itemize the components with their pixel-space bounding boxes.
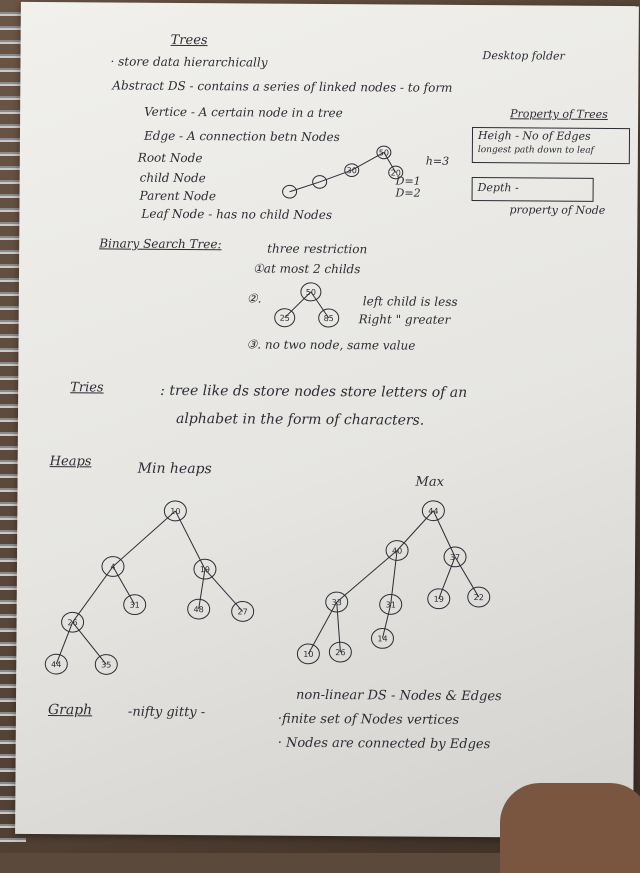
- tree-edge: [390, 550, 398, 605]
- tree-node-label: 4: [110, 562, 115, 571]
- max-heap-node: 31: [379, 594, 403, 615]
- tree-node: [282, 184, 298, 199]
- bst-node: 25: [274, 308, 296, 328]
- max-heap-node: 14: [370, 627, 394, 649]
- max-heap-node: 10: [296, 643, 320, 665]
- tree-node-label: 14: [377, 634, 387, 643]
- tree-edge: [204, 568, 244, 612]
- tree-node-label: 31: [386, 600, 396, 609]
- max-heap-node: 22: [467, 586, 491, 608]
- tree-edge: [72, 621, 107, 665]
- tree-node-label: 10: [170, 507, 180, 516]
- min-heap-node: 44: [44, 653, 68, 675]
- tree-edge: [432, 510, 456, 558]
- tree-edge: [396, 510, 434, 551]
- tree-node: 50: [376, 145, 392, 160]
- tree-edge: [112, 566, 136, 605]
- max-heap-node: 40: [385, 540, 409, 561]
- hand-thumb: [500, 783, 640, 873]
- min-heap-node: 31: [123, 594, 147, 616]
- tree-node-label: 10: [303, 650, 313, 659]
- tree-node-label: 48: [194, 605, 204, 614]
- max-heap-node: 44: [421, 500, 445, 522]
- tree-node: 30: [344, 163, 360, 177]
- tree-node-label: 26: [67, 618, 77, 627]
- tree-node-label: 50: [379, 148, 389, 157]
- tree-node-label: 33: [332, 598, 342, 607]
- notebook-page: Trees · store data hierarchically Deskto…: [15, 1, 639, 839]
- tree-edge: [289, 181, 320, 193]
- tree-edge: [284, 291, 312, 319]
- tree-node-label: 25: [280, 314, 290, 323]
- tree-edge: [307, 601, 338, 655]
- tree-node-label: 37: [450, 553, 460, 562]
- tree-node-label: 27: [238, 607, 248, 616]
- tree-node-label: 22: [474, 593, 484, 602]
- tree-node-label: 19: [434, 595, 444, 604]
- tree-node-label: 44: [428, 507, 438, 516]
- max-heap-node: 37: [443, 546, 467, 568]
- tree-edge: [351, 151, 385, 171]
- tree-edge: [438, 556, 456, 599]
- tree-edge: [72, 566, 114, 623]
- tree-node-label: 40: [392, 546, 402, 555]
- tree-node-label: 31: [130, 601, 140, 610]
- tree-edge: [310, 291, 330, 319]
- tree-edge: [55, 622, 74, 665]
- tree-edge: [381, 604, 392, 639]
- min-heap-node: 48: [187, 598, 211, 620]
- tree-edge: [336, 602, 341, 653]
- min-heap-node: 26: [61, 611, 85, 633]
- bst-node: 85: [318, 308, 340, 328]
- tree-node-label: 44: [51, 660, 61, 669]
- min-heap-node: 35: [94, 654, 118, 675]
- tree-diagrams: 50 30 20 50 25 85 10 4 19 31 48 27 26 44 35 44 40 37 33 31 1…: [44, 145, 491, 675]
- tree-node: [312, 175, 328, 189]
- tree-node-label: 19: [200, 565, 210, 574]
- tree-node-label: 50: [306, 288, 316, 297]
- tree-node-label: 35: [101, 660, 111, 669]
- tree-edge: [319, 169, 352, 183]
- tree-edge: [198, 569, 206, 610]
- bst-node: 50: [300, 282, 322, 302]
- tree-edge: [383, 152, 397, 173]
- min-heap-node: 4: [101, 556, 125, 577]
- tree-node: 20: [388, 165, 404, 180]
- tree-node-label: 30: [347, 166, 357, 175]
- min-heap-node: 27: [231, 601, 255, 622]
- tree-node-label: 26: [335, 648, 345, 657]
- min-heap-node: 10: [163, 500, 187, 522]
- tree-edge: [336, 550, 398, 603]
- max-heap-node: 33: [325, 591, 349, 613]
- max-heap-node: 19: [427, 588, 451, 610]
- tree-edge: [112, 510, 176, 567]
- max-heap-node: 26: [328, 641, 352, 663]
- tree-node-label: 85: [324, 314, 334, 323]
- min-heap-node: 19: [193, 558, 217, 580]
- tree-edge: [174, 510, 206, 570]
- tree-edge: [454, 556, 480, 598]
- tree-node-label: 20: [391, 168, 401, 177]
